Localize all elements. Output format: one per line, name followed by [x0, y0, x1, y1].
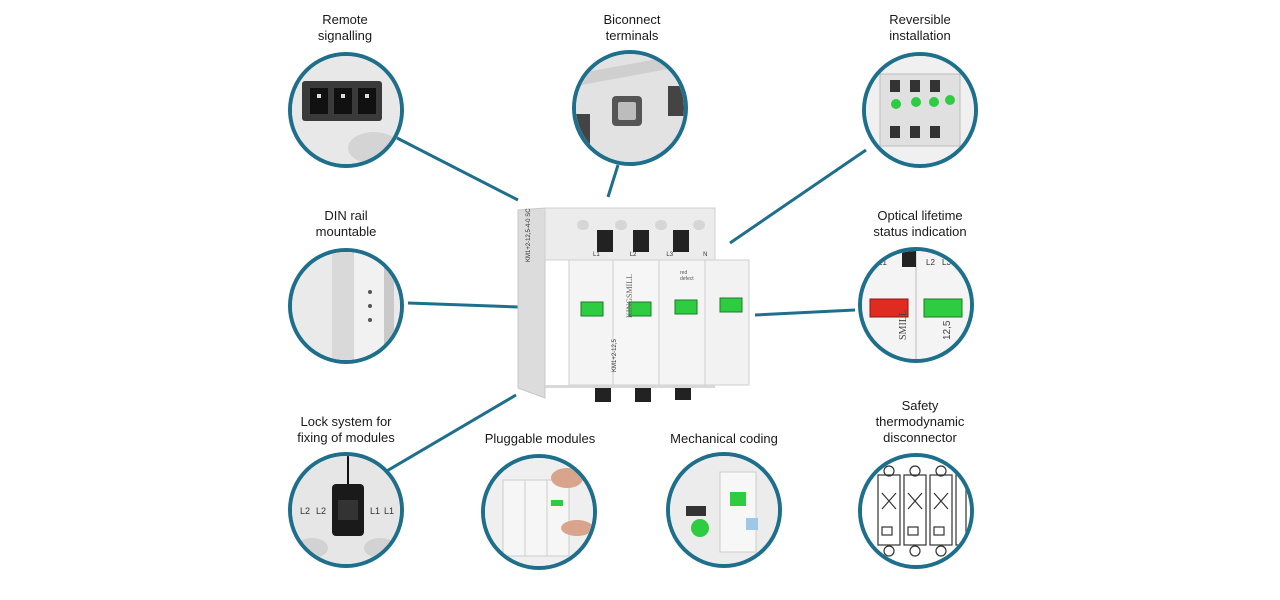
pluggable-modules-detail — [481, 454, 597, 570]
device-brand: KINGSMILL — [625, 274, 634, 318]
status-label-l3: L3 — [942, 258, 951, 267]
lock-label-2: L2 — [316, 506, 326, 516]
device-model: KM1+2-12,5 — [612, 339, 618, 372]
label-reversible-installation: Reversible installation — [889, 12, 951, 43]
din-rail-detail — [288, 248, 404, 364]
surge-protector-device — [517, 207, 750, 402]
status-brand-fragment: SMILL — [898, 310, 909, 340]
status-label-l2: L2 — [926, 258, 935, 267]
connector-reversible-installation — [729, 148, 867, 245]
mechanical-coding-detail — [666, 452, 782, 568]
remote-signalling-detail — [288, 52, 404, 168]
device-side-text: KM1+2-12,5-4-0 SC — [526, 208, 532, 262]
terminal-label-l2: L2 — [629, 252, 637, 258]
label-optical-lifetime: Optical lifetime status indication — [873, 208, 967, 239]
connector-biconnect-terminals — [606, 164, 620, 198]
label-remote-signalling: Remote signalling — [317, 12, 373, 43]
label-lock-system: Lock system for fixing of modules — [297, 414, 395, 445]
connector-optical-lifetime — [754, 308, 856, 317]
optical-lifetime-detail: L1 L2 L3 — [858, 247, 974, 363]
label-mechanical-coding: Mechanical coding — [670, 431, 778, 446]
lock-label-3: L1 — [370, 506, 380, 516]
label-safety-disconnector: Safety thermodynamic disconnector — [875, 398, 965, 445]
status-label-l1: L1 — [878, 258, 887, 267]
connector-din-rail — [407, 301, 519, 309]
label-biconnect-terminals: Biconnect terminals — [603, 12, 661, 43]
label-pluggable-modules: Pluggable modules — [484, 431, 596, 446]
biconnect-terminals-detail — [572, 50, 688, 166]
safety-disconnector-detail — [858, 453, 974, 569]
terminal-label-l3: L3 — [666, 252, 674, 258]
terminal-label-l1: L1 — [593, 252, 600, 258]
reversible-installation-detail — [862, 52, 978, 168]
lock-label-4: L1 — [384, 506, 394, 516]
connector-lock-system — [379, 393, 517, 477]
label-din-rail: DIN rail mountable — [315, 208, 377, 239]
device-indicator-text: red defect — [680, 270, 694, 282]
lock-system-detail: L2 L2 L1 L1 — [288, 452, 404, 568]
device-terminal-labels: L1 L2 L3 N — [593, 252, 707, 258]
lock-label-1: L2 — [300, 506, 310, 516]
terminal-label-n: N — [703, 252, 708, 258]
status-value-fragment: 12,5 — [942, 320, 953, 340]
connector-remote-signalling — [396, 136, 519, 202]
